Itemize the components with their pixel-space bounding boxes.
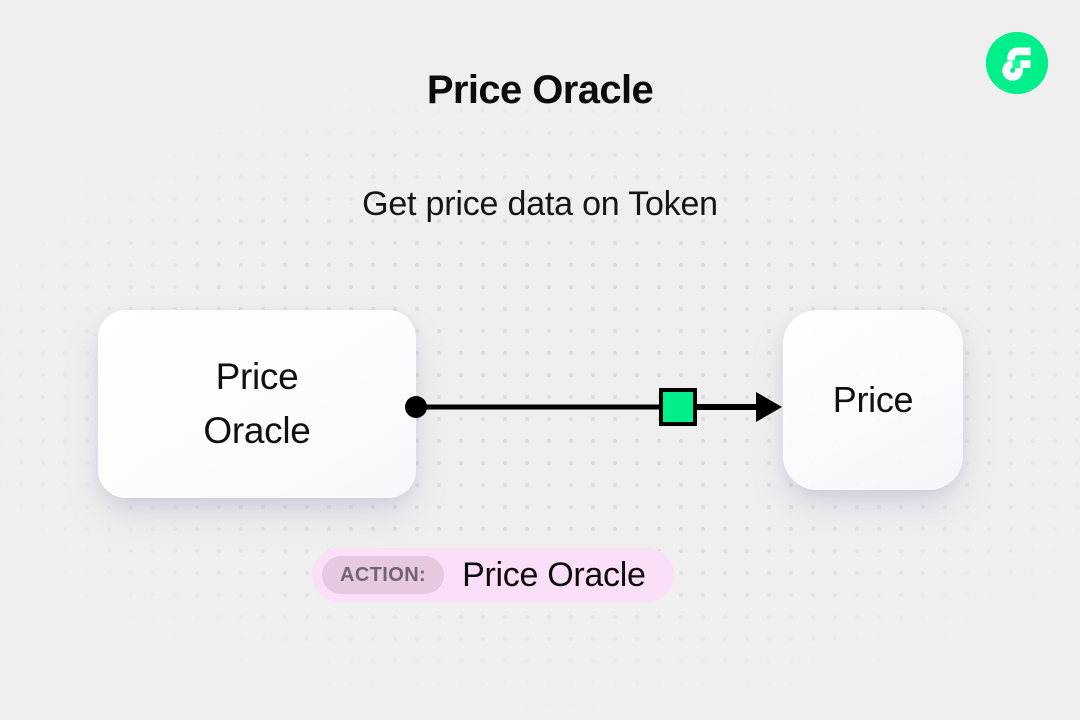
flow-logo-icon (986, 32, 1048, 94)
action-value: Price Oracle (462, 556, 646, 594)
page-title: Price Oracle (426, 68, 654, 112)
page-subtitle: Get price data on Token (362, 185, 718, 223)
action-chip-label: ACTION: (322, 556, 445, 594)
edge-arrowhead-icon (756, 392, 782, 422)
node-label: Price (832, 379, 914, 420)
node-price[interactable]: Price (783, 310, 963, 490)
edge-midpoint-square-icon[interactable] (659, 388, 697, 426)
node-price-oracle[interactable]: Price Oracle (98, 310, 416, 498)
node-label: Price Oracle (203, 356, 311, 451)
action-badge: ACTION: Price Oracle (312, 548, 674, 602)
